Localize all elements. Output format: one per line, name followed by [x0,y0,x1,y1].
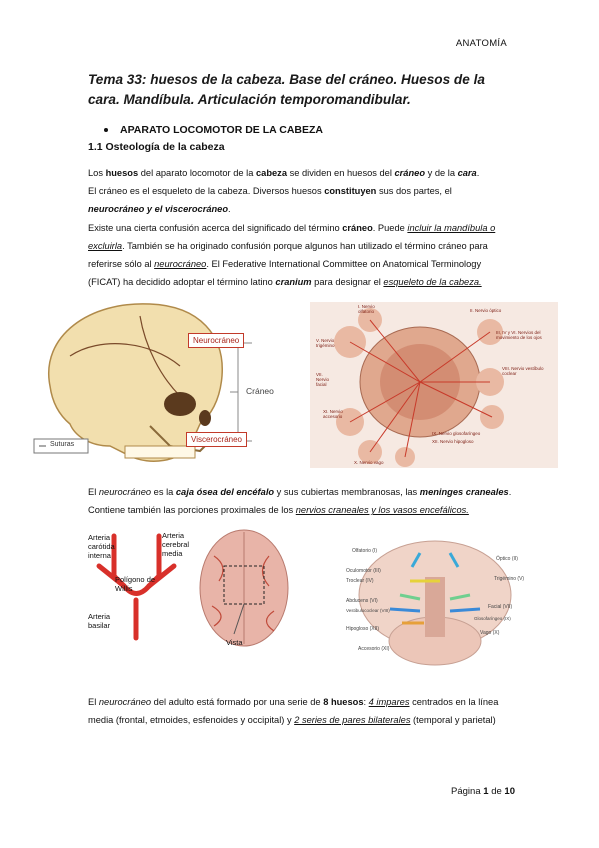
nerve-label: Vago (X) [480,630,500,636]
nerve-label: Vestibulococlear (VIII) [346,608,390,613]
page-title: Tema 33: huesos de la cabeza. Base del c… [88,72,485,107]
bullet-text: APARATO LOCOMOTOR DE LA CABEZA [120,124,323,136]
section-subtitle: 1.1 Osteología de la cabeza [88,141,225,153]
nerve-label: Glosofaríngeo (IX) [474,616,511,621]
bullet-heading: APARATO LOCOMOTOR DE LA CABEZA [104,124,323,136]
label-suturas: Suturas [50,441,75,448]
nerve-label: IX. Nervio glosofaríngeo [432,431,481,436]
nerve-label: Oculomotor (III) [346,568,381,574]
nerve-label: XII. Nervio hipogloso [432,439,474,444]
label-carotida: Arteria carótida interna [88,533,115,560]
paragraph-3: El neurocráneo del adulto está formado p… [88,697,499,726]
label-neurocraneo: Neurocráneo [188,333,245,348]
nerve-label: VIII. Nervio vestíbulo coclear [502,366,544,376]
nerve-label: X. Nervio vago [354,460,384,465]
nerve-label: I. Nervio olfatorio [358,304,375,314]
nerve-label: Accesorio (XI) [358,646,390,652]
label-vista: Vista [226,638,243,647]
paragraph-1: Los huesos del aparato locomotor de la c… [88,168,496,288]
nerve-label: V. Nervio trigémino [316,338,335,348]
nerve-label: Olfatorio (I) [352,548,378,554]
page-footer: Página 1 de 10 [451,786,515,797]
brain-base-figure [340,537,530,667]
nerve-label: XI. Nervio accesorio [323,409,343,419]
link-incluir: incluir la mandíbula o excluirla [88,222,496,251]
header-section: ANATOMÍA [455,38,507,49]
paragraph-2: El neurocráneo es la caja ósea del encéf… [88,487,512,516]
label-viscerocraneo: Viscerocráneo [186,432,247,447]
bullet-dot [104,128,108,133]
arteries-figure [84,526,294,650]
cranial-nerves-figure [310,302,558,468]
nerve-label: II. Nervio óptico [470,308,502,313]
label-basilar: Arteria basilar [88,612,111,630]
nerve-label: Trigémino (V) [494,576,525,582]
nerve-label: Hipogloso (XII) [346,626,380,632]
label-poligono: Polígono de Willis [115,575,156,593]
nerve-label: Troclear (IV) [346,578,374,584]
nerve-label: Abducens (VI) [346,598,378,604]
label-craneo: Cráneo [246,386,274,396]
label-cerebral-media: Arteria cerebral media [162,531,190,558]
nerve-label: Facial (VII) [488,604,513,610]
nerve-label: Óptico (II) [496,556,518,562]
nerve-label: III, IV y VI. Nervios del movimiento de … [496,330,542,340]
nerve-label: VII. Nervio facial [316,372,330,387]
